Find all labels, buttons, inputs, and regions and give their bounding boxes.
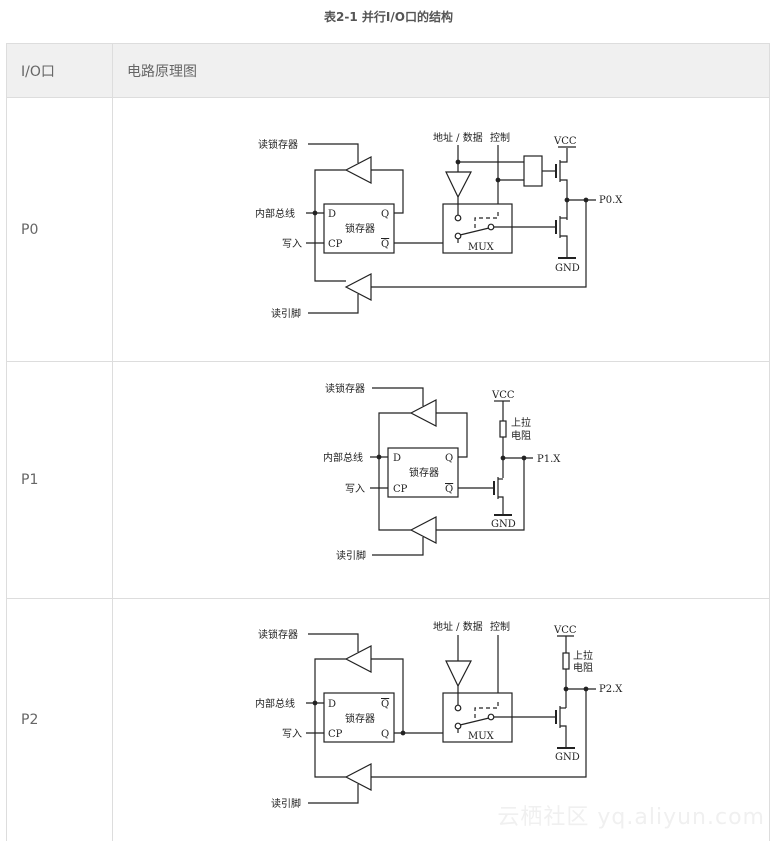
table-caption: 表2-1 并行I/O口的结构 — [324, 10, 453, 24]
diagram-cell-p0 — [112, 97, 770, 362]
table-header-row: I/O口 电路原理图 — [6, 43, 770, 98]
port-cell: P2 — [6, 598, 113, 841]
header-io-port: I/O口 — [6, 43, 113, 98]
port-cell: P1 — [6, 361, 113, 599]
diagram-cell-p1 — [112, 361, 770, 599]
port-cell: P0 — [6, 97, 113, 362]
table-row: P1 — [6, 361, 770, 599]
header-circuit-diagram: 电路原理图 — [112, 43, 770, 98]
table-row: P0 — [6, 97, 770, 362]
watermark: 云栖社区 yq.aliyun.com — [497, 805, 765, 830]
io-structure-table: I/O口 电路原理图 P0 P1 P2 — [6, 43, 770, 841]
